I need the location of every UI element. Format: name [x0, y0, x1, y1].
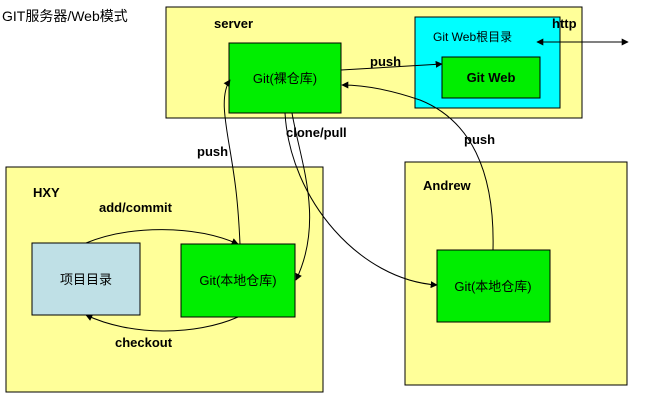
edge-push-hxy	[223, 79, 241, 245]
edge-checkout	[85, 314, 239, 332]
git-bare-repo-node	[228, 42, 342, 114]
git-web-label: Git Web	[467, 70, 516, 85]
hxy-label: HXY	[33, 185, 60, 200]
diagram-title: GIT服务器/Web模式	[2, 8, 128, 24]
git-web-root-label: Git Web根目录	[433, 30, 512, 44]
project-dir-label: 项目目录	[60, 272, 112, 287]
edge-push-to-web-label: push	[370, 54, 401, 69]
edge-checkout-label: checkout	[115, 335, 173, 350]
hxy-local-repo-node	[180, 243, 296, 318]
edge-push-hxy-label: push	[197, 144, 228, 159]
edge-add-commit	[85, 229, 239, 245]
git-web-node	[441, 56, 541, 99]
edge-clone-pull-label: clone/pull	[286, 125, 347, 140]
server-label: server	[214, 16, 253, 31]
edge-push-andrew-label: push	[464, 132, 495, 147]
project-dir-node	[31, 242, 141, 316]
http-label: http	[552, 16, 577, 31]
edge-push-to-web	[340, 60, 443, 71]
andrew-local-repo-label: Git(本地仓库)	[454, 279, 531, 294]
edge-clone-pull-andrew	[284, 112, 438, 289]
andrew-label: Andrew	[423, 178, 472, 193]
hxy-local-repo-label: Git(本地仓库)	[199, 273, 276, 288]
git-bare-repo-label: Git(裸仓库)	[253, 71, 317, 86]
edge-add-commit-label: add/commit	[99, 200, 173, 215]
edge-push-andrew	[341, 81, 494, 251]
